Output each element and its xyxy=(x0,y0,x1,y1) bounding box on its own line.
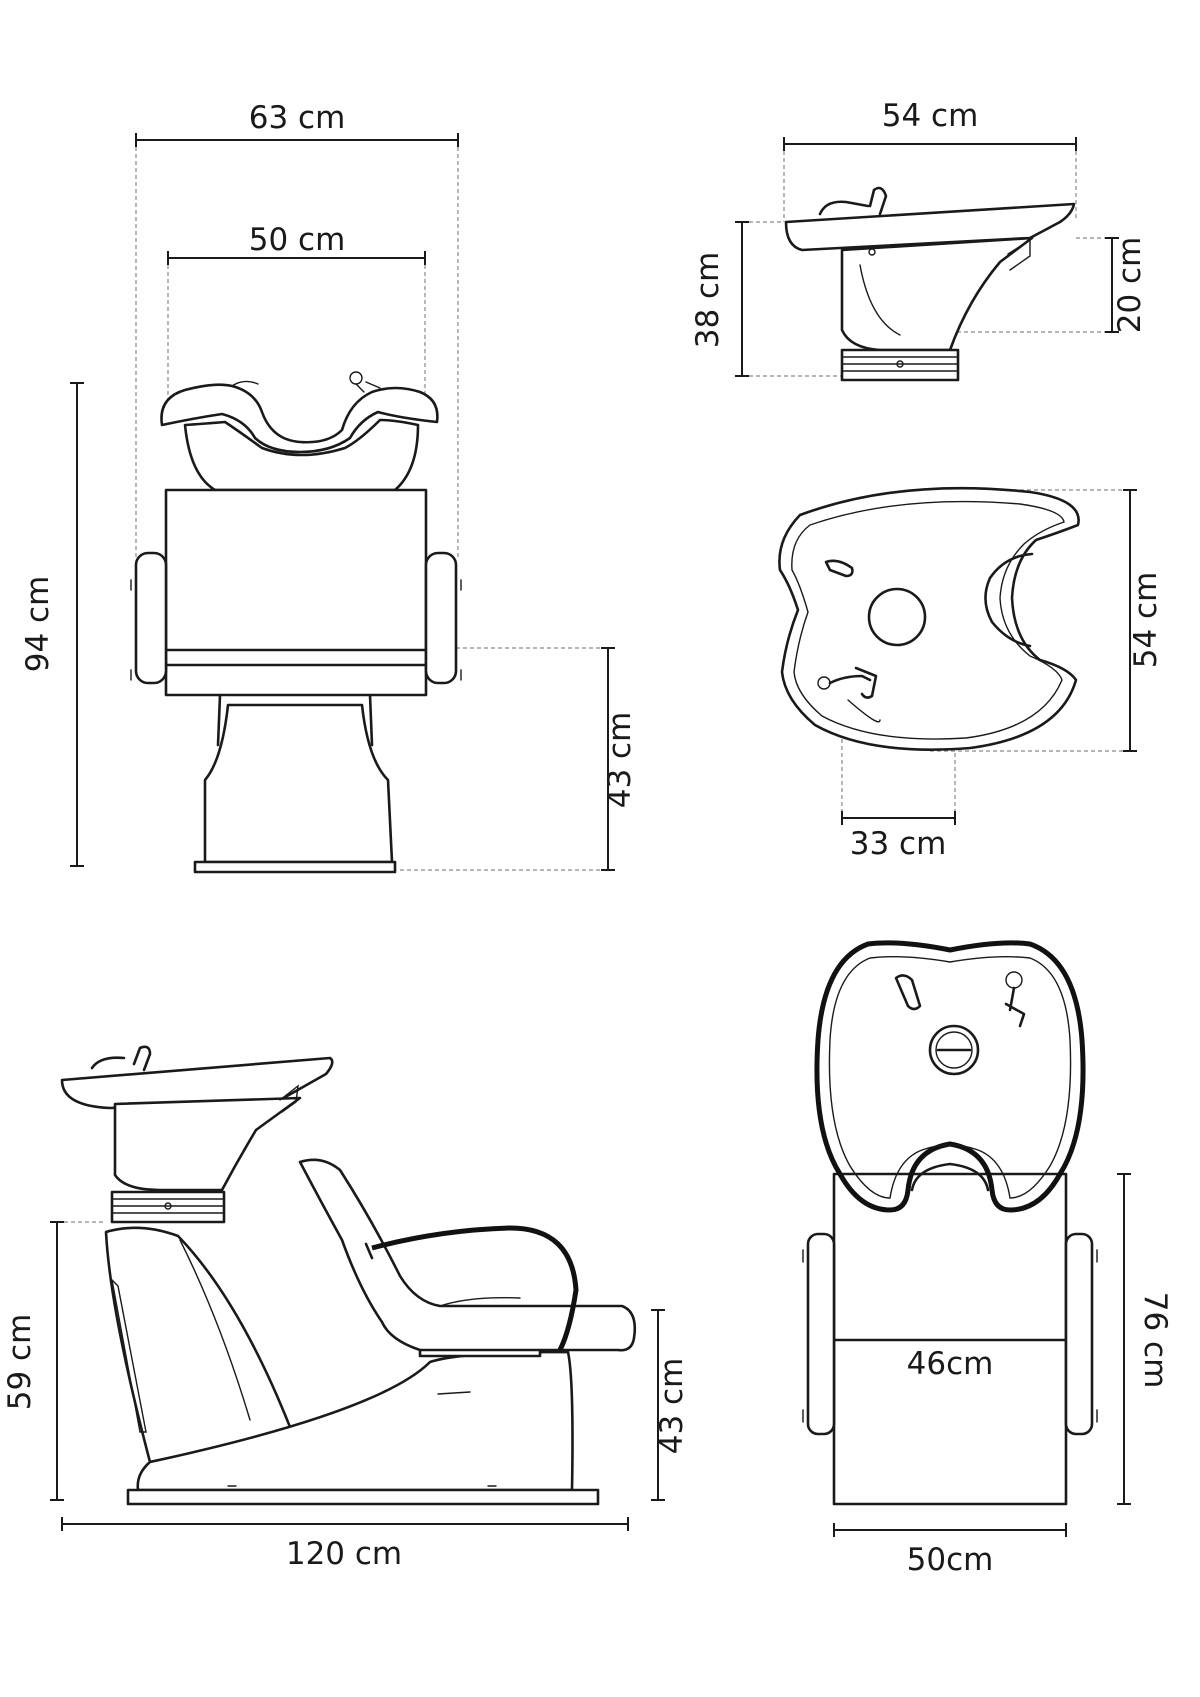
top-bowl-drain xyxy=(867,587,927,647)
side-total-length-label: 120 cm xyxy=(286,1536,402,1572)
front-seat-height-label: 43 cm xyxy=(602,712,638,809)
front-bowl-basin xyxy=(183,418,420,492)
side-collar xyxy=(110,1190,226,1224)
side-bowl-pedestal xyxy=(104,1226,294,1464)
side-bowl-length-label: 54 cm xyxy=(882,98,979,134)
top-armrest-left xyxy=(806,1232,836,1436)
top-bowl-view: 54 cm 33 cm xyxy=(778,486,1164,862)
top-total-width-label: 50cm xyxy=(907,1542,994,1578)
top-bowl-drain-offset-label: 33 cm xyxy=(850,826,947,862)
front-armrest-right xyxy=(424,551,458,685)
side-seat-height-label: 43 cm xyxy=(654,1358,690,1455)
top-seat-width-label: 46cm xyxy=(907,1346,994,1382)
side-chair-seat xyxy=(298,1158,637,1352)
front-outer-width-label: 63 cm xyxy=(249,100,346,136)
top-armrest-right xyxy=(1064,1232,1094,1436)
side-base-plate xyxy=(126,1488,600,1506)
side-bowl-view: 54 cm 38 cm 20 cm xyxy=(690,98,1148,382)
side-bowl-basin xyxy=(840,236,1034,352)
side-bowl-height-label: 38 cm xyxy=(690,252,726,349)
front-total-height-label: 94 cm xyxy=(20,576,56,673)
front-pedestal xyxy=(203,703,394,864)
top-bowl-width-label: 54 cm xyxy=(1128,572,1164,669)
side-armrest xyxy=(371,1225,579,1352)
side-bowl-top-rim xyxy=(784,202,1076,252)
top-height-label: 76 cm xyxy=(1137,1292,1173,1389)
front-armrest-left xyxy=(134,551,168,685)
top-bowl-outline xyxy=(814,940,1086,1213)
top-bowl-outline xyxy=(778,486,1080,751)
front-bowl-rim xyxy=(160,383,439,454)
side-bowl-body xyxy=(113,1096,302,1192)
front-bowl-width-label: 50 cm xyxy=(249,222,346,258)
side-bowl-height-label: 59 cm xyxy=(2,1314,38,1411)
side-bowl-collar xyxy=(840,348,960,382)
side-view: 59 cm 43 cm 120 cm xyxy=(2,1045,690,1572)
top-bowl-neck-cutout xyxy=(984,552,1034,648)
side-bowl-basin-depth-label: 20 cm xyxy=(1112,237,1148,334)
front-chair-body xyxy=(164,488,428,697)
front-base-plate xyxy=(193,860,397,874)
top-view: 76 cm 46cm 50cm xyxy=(802,940,1173,1578)
front-view: 63 cm 50 cm 94 cm 43 cm xyxy=(20,100,638,874)
